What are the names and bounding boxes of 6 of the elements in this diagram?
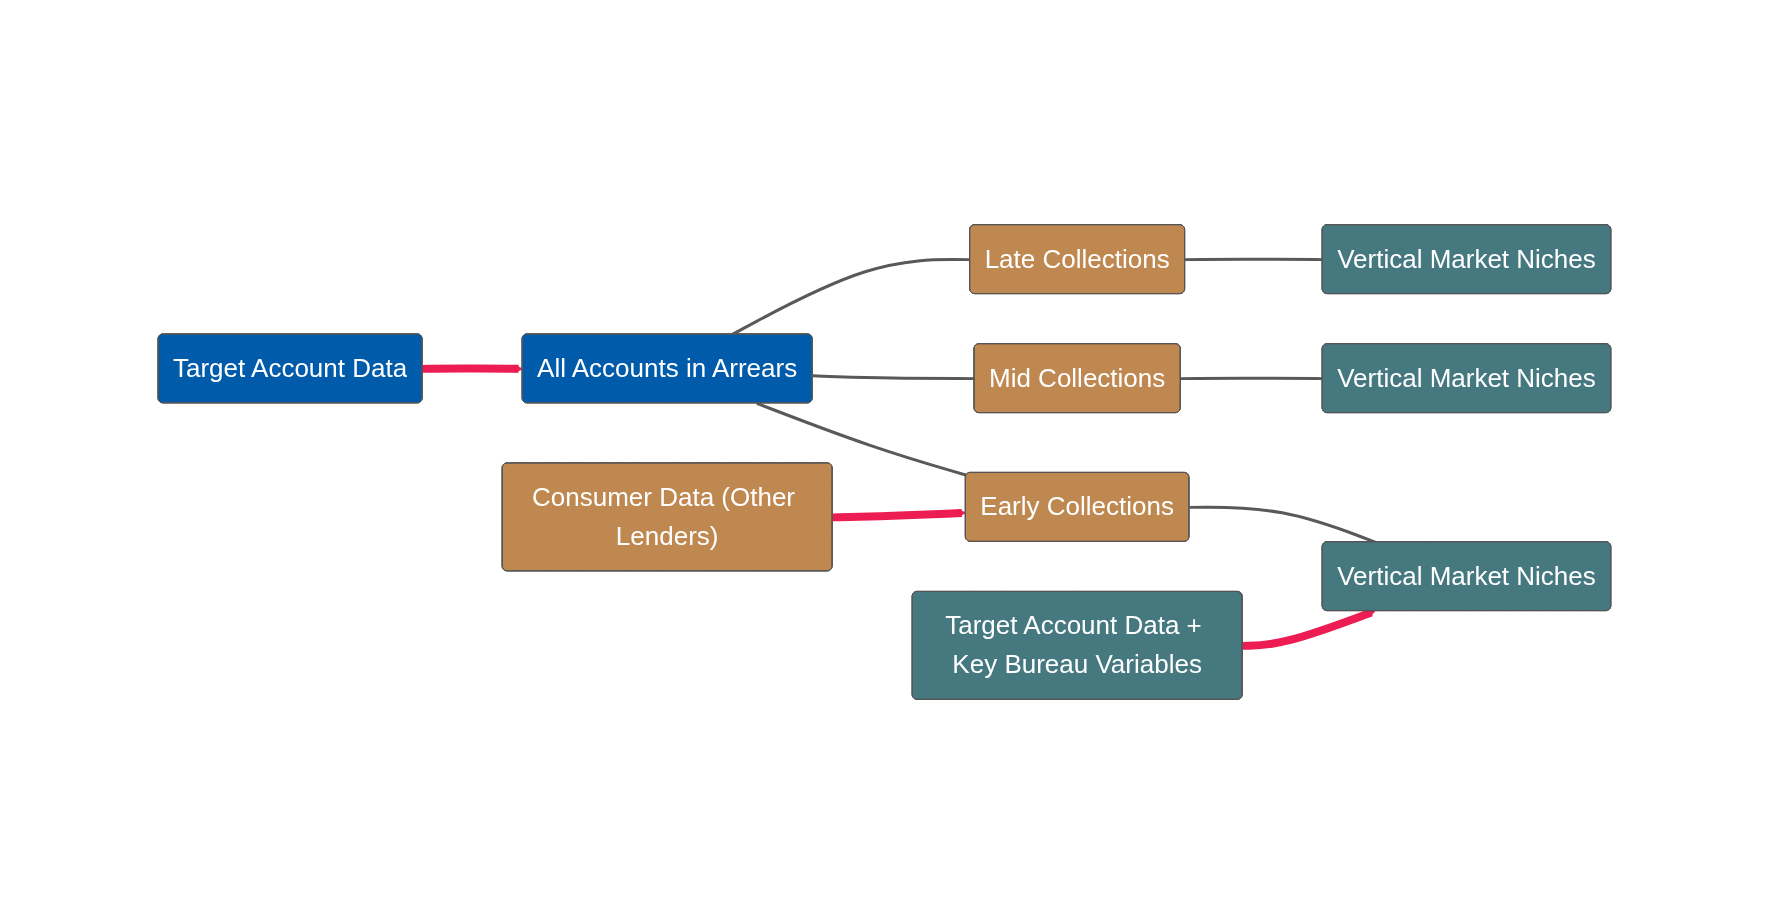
connector — [756, 401, 968, 477]
connector — [812, 374, 975, 381]
arrow — [422, 364, 524, 374]
arrow — [832, 508, 967, 522]
connector — [1180, 376, 1323, 381]
connector — [1185, 257, 1323, 262]
